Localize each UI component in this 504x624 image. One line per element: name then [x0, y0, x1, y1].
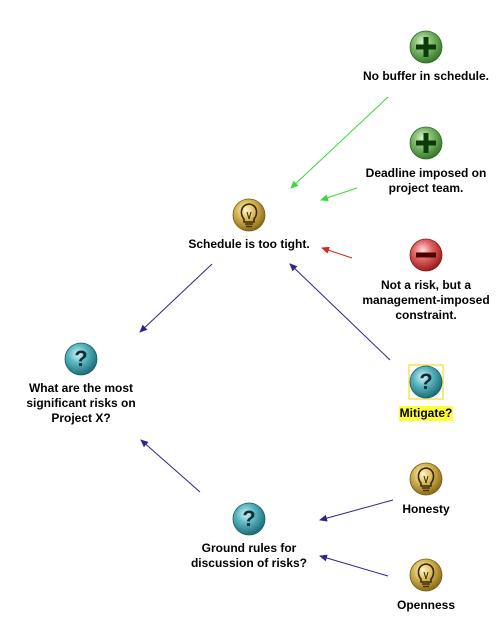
lightbulb-icon[interactable] [409, 462, 443, 496]
link-deadline-to-schedule [320, 187, 358, 202]
node-label-mitigate[interactable]: Mitigate? [398, 406, 454, 421]
question-icon[interactable]: ? [64, 342, 98, 376]
node-label-nobuffer[interactable]: No buffer in schedule. [362, 69, 489, 83]
node-label-schedule[interactable]: Schedule is too tight. [188, 237, 310, 251]
selection-box [408, 364, 444, 400]
node-label-groundrules[interactable]: Ground rules for discussion of risks? [190, 541, 308, 570]
plus-icon[interactable] [409, 126, 443, 160]
svg-text:?: ? [74, 346, 87, 371]
svg-text:?: ? [419, 369, 432, 394]
node-label-notrisk[interactable]: Not a risk, but a management-imposed con… [362, 278, 490, 322]
node-label-root[interactable]: What are the most significant risks on P… [26, 381, 136, 425]
node-label-openness[interactable]: Openness [396, 598, 456, 612]
svg-text:?: ? [242, 506, 255, 531]
link-honesty-to-groundrules [319, 499, 394, 522]
question-icon[interactable]: ? [232, 502, 266, 536]
minus-icon[interactable] [409, 238, 443, 272]
link-notrisk-to-schedule [321, 246, 353, 259]
link-groundrules-to-root [140, 439, 201, 493]
link-mitigate-to-schedule [289, 263, 391, 361]
lightbulb-icon[interactable] [409, 558, 443, 592]
lightbulb-icon[interactable] [232, 198, 266, 232]
link-nobuffer-to-schedule [290, 96, 389, 189]
question-icon[interactable]: ? [409, 365, 443, 399]
plus-icon[interactable] [409, 30, 443, 64]
node-label-honesty[interactable]: Honesty [402, 502, 450, 516]
node-label-deadline[interactable]: Deadline imposed on project team. [365, 166, 487, 195]
link-openness-to-groundrules [319, 554, 389, 577]
link-schedule-to-root [139, 263, 213, 333]
